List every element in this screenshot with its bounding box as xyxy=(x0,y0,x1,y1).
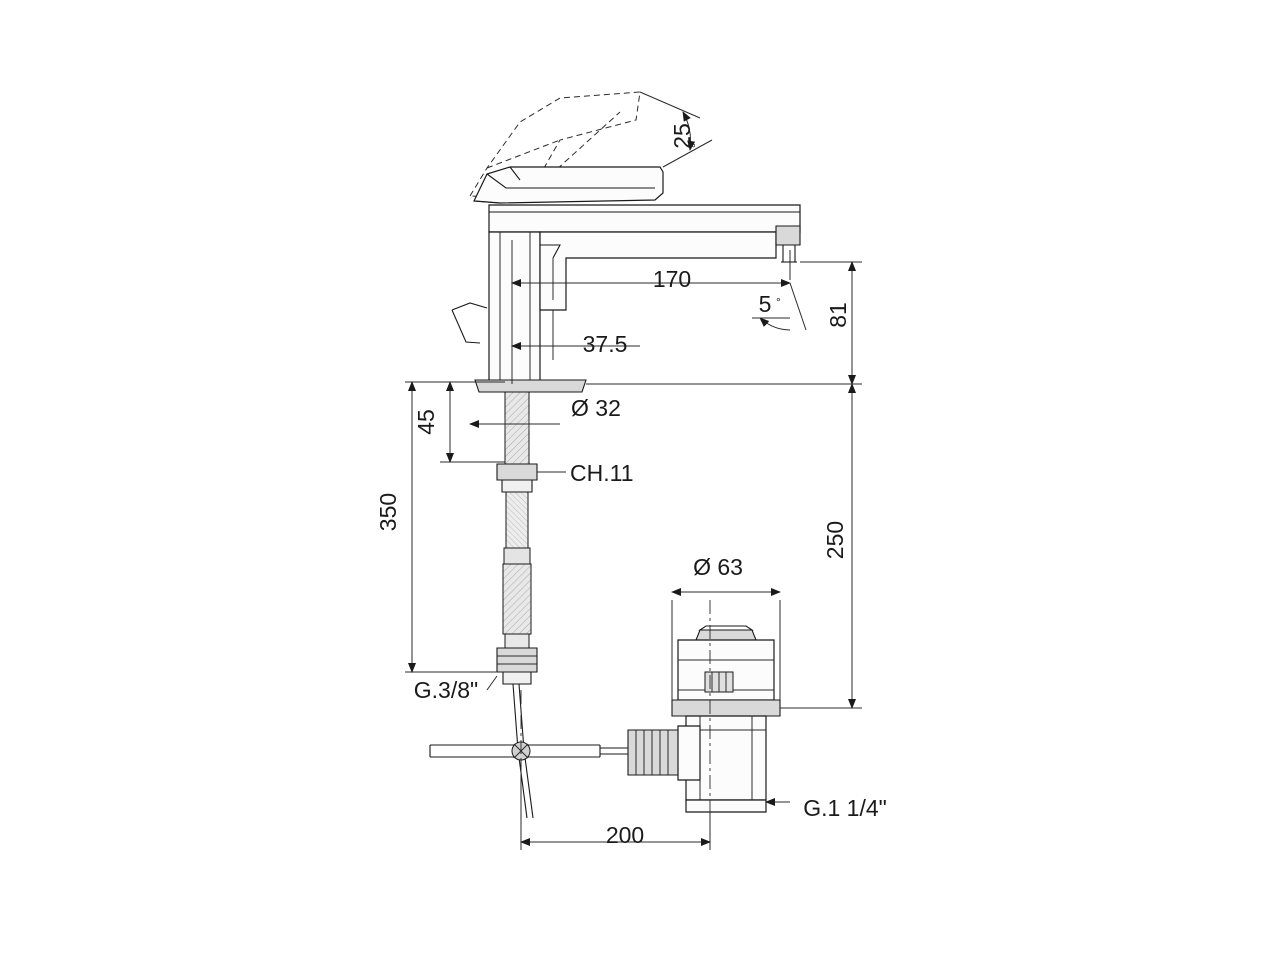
lower-shank xyxy=(503,491,531,565)
base-flange xyxy=(474,379,587,393)
dim-angle-handle: 25 xyxy=(669,123,695,149)
dim-waste-thread: G.1 1/4" xyxy=(803,795,887,821)
pop-up-lift-rod xyxy=(451,302,488,344)
linkage-bar xyxy=(429,741,601,761)
dim-spout-height: 81 xyxy=(825,302,851,328)
dim-base-diameter: Ø 32 xyxy=(571,395,621,421)
dimension-annotations xyxy=(405,91,862,850)
threaded-shank xyxy=(504,391,530,465)
lock-nut xyxy=(496,463,538,493)
dim-spout-offset: 37.5 xyxy=(583,331,628,357)
dim-aerator-angle-unit: ° xyxy=(776,295,781,309)
faucet-geometry xyxy=(429,91,801,819)
inlet-connector-nut xyxy=(496,647,538,685)
linkage-rod-to-waste xyxy=(600,747,628,755)
dim-spout-reach: 170 xyxy=(653,266,691,292)
dim-angle-handle-unit: ° xyxy=(689,143,703,148)
dimension-labels: 25 ° 170 5 ° 81 37.5 45 Ø 32 CH.11 350 2… xyxy=(375,123,887,848)
dim-total-height: 250 xyxy=(822,521,848,559)
pop-up-waste-assembly xyxy=(627,625,781,813)
faucet-body-column xyxy=(488,231,541,383)
dim-hose-length: 350 xyxy=(375,493,401,531)
faucet-body-top xyxy=(488,204,801,233)
dim-shank-length: 45 xyxy=(413,409,439,435)
dim-nut-size: CH.11 xyxy=(570,460,634,486)
dim-waste-cap-diameter: Ø 63 xyxy=(693,554,743,580)
handle-lever xyxy=(473,166,664,204)
dim-inlet-thread: G.3/8" xyxy=(414,677,478,703)
aerator xyxy=(775,225,801,263)
dim-aerator-angle: 5 xyxy=(759,291,772,317)
flexible-hose xyxy=(502,563,532,649)
dim-waste-offset: 200 xyxy=(606,822,644,848)
